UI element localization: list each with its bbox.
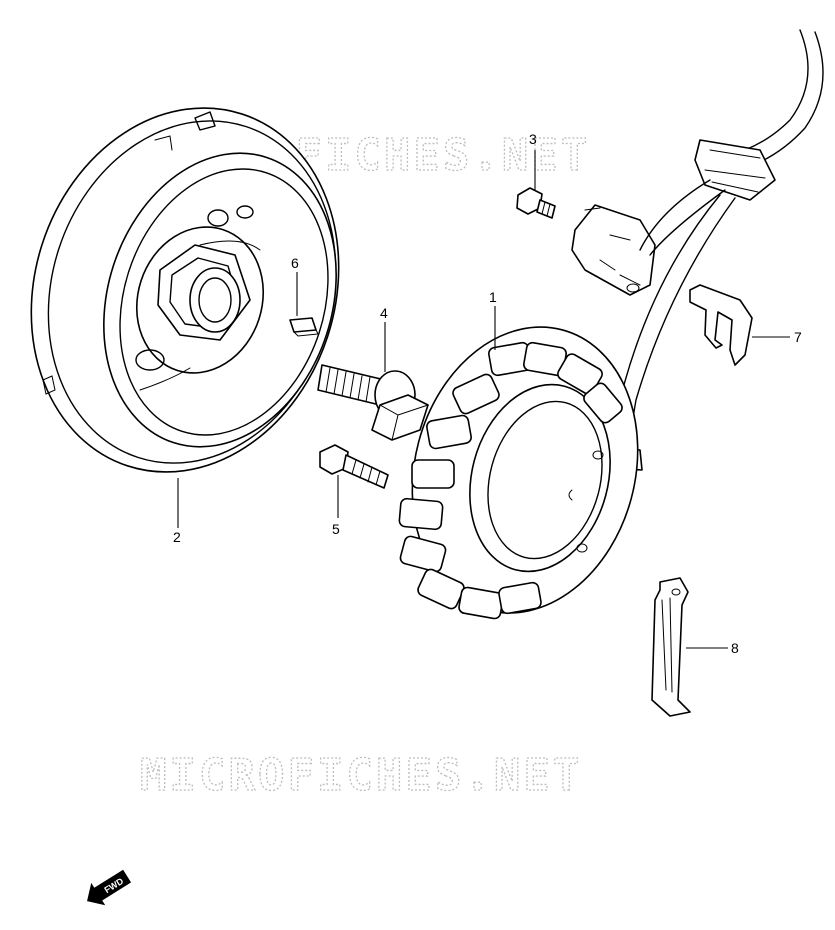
callout-4: 4 xyxy=(380,305,388,321)
leader-lines xyxy=(177,150,790,649)
watermark-bottom: MICROFICHES.NET xyxy=(140,750,582,801)
callout-8: 8 xyxy=(731,640,739,656)
callout-5: 5 xyxy=(332,521,340,537)
part-bolt[interactable] xyxy=(319,444,389,489)
part-stator[interactable] xyxy=(381,301,669,638)
fwd-arrow-icon: FWD xyxy=(87,869,132,906)
part-rotor-bolt[interactable] xyxy=(317,364,429,441)
callout-3: 3 xyxy=(529,131,537,147)
part-rotor[interactable] xyxy=(0,68,385,513)
part-guide[interactable] xyxy=(651,577,691,717)
callout-7: 7 xyxy=(794,329,802,345)
callout-2: 2 xyxy=(173,529,181,545)
callout-1: 1 xyxy=(489,289,497,305)
callout-6: 6 xyxy=(291,255,299,271)
part-key[interactable] xyxy=(289,317,319,337)
part-clamp[interactable] xyxy=(689,284,753,366)
part-pulser[interactable] xyxy=(571,204,656,296)
part-screw[interactable] xyxy=(516,187,556,219)
